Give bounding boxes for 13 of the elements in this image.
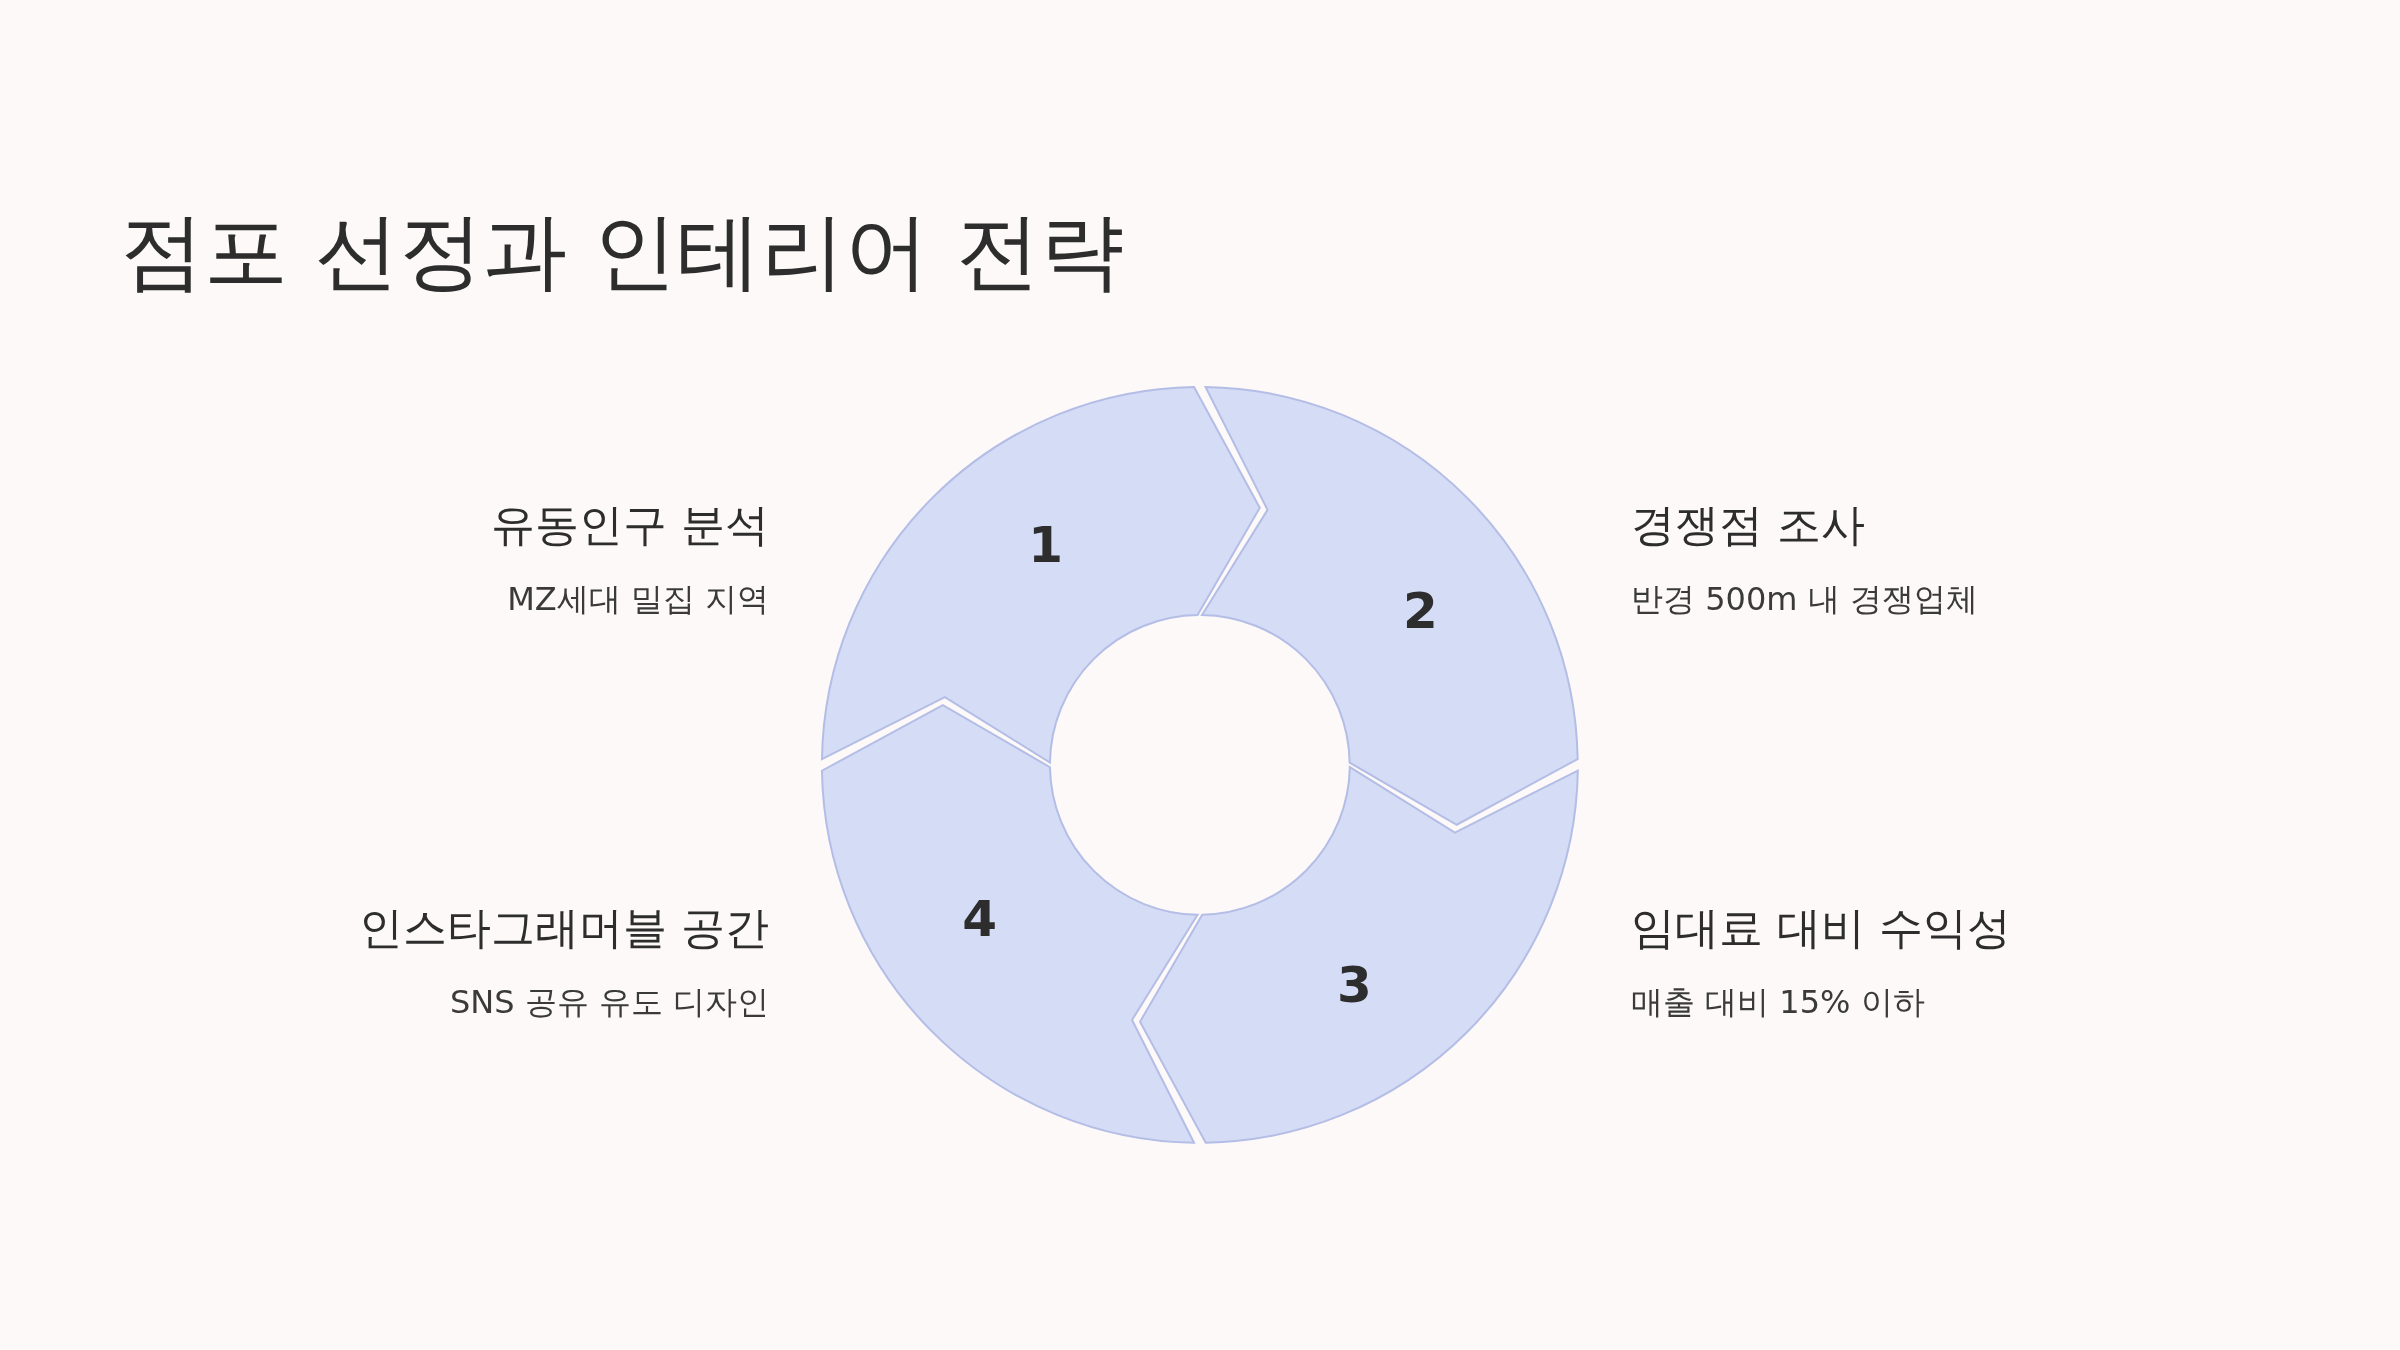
- step-heading: 경쟁점 조사: [1631, 498, 1865, 552]
- step-description: 반경 500m 내 경쟁업체: [1631, 579, 1978, 619]
- step-number: 2: [1402, 585, 1438, 636]
- step-number: 4: [962, 894, 997, 945]
- step-number: 3: [1336, 960, 1372, 1011]
- step-heading: 유동인구 분석: [491, 498, 769, 552]
- title: 점포 선정과 인테리어 전략: [120, 205, 1125, 298]
- step-description: SNS 공유 유도 디자인: [449, 982, 769, 1022]
- step-heading: 임대료 대비 수익성: [1631, 901, 2011, 955]
- step-heading: 인스타그래머블 공간: [359, 901, 769, 955]
- step-description: 매출 대비 15% 이하: [1631, 982, 1925, 1022]
- step-description: MZ세대 밀집 지역: [507, 579, 769, 619]
- step-number: 1: [1028, 519, 1064, 570]
